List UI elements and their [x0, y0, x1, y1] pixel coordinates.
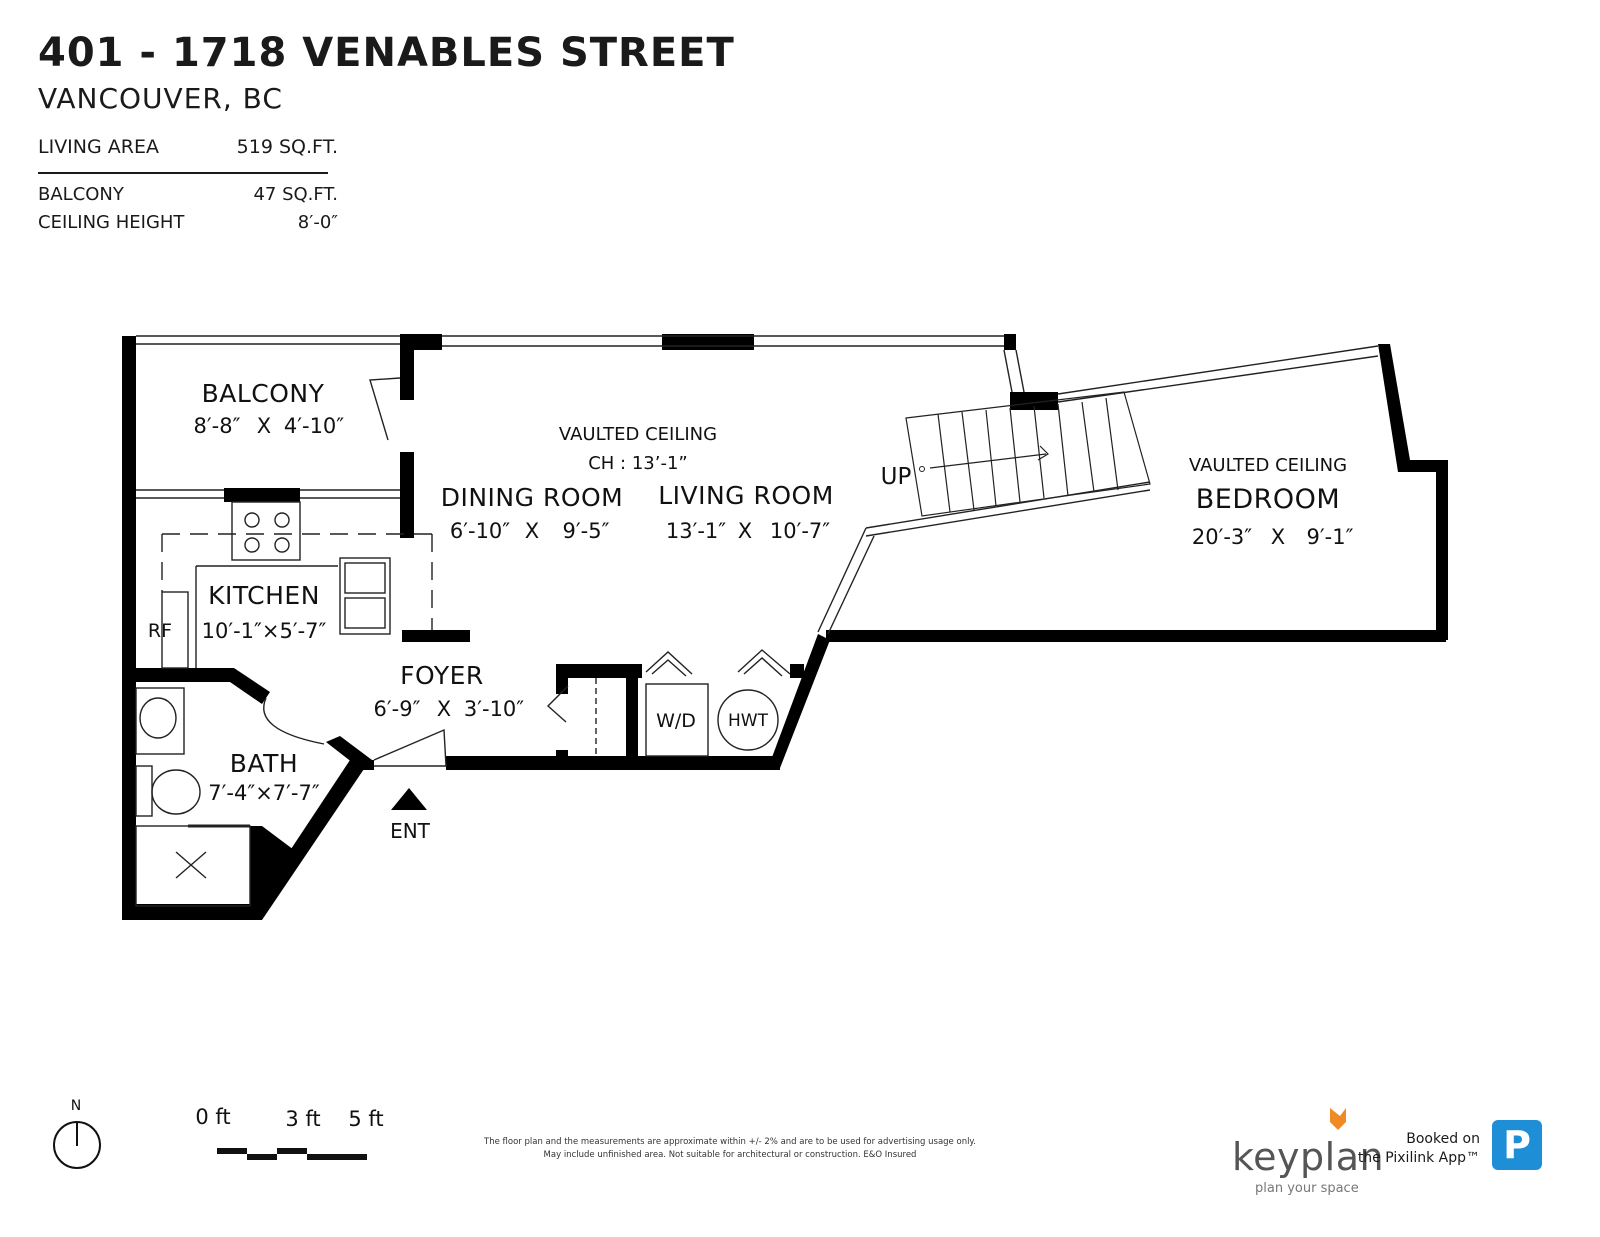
up-marker-icon [919, 466, 925, 472]
balcony-area-value: 47 SQ.FT. [253, 184, 338, 205]
balcony-area-label: BALCONY [38, 184, 124, 205]
balcony-x: X [257, 414, 271, 438]
kitchen-north-wall-segment [224, 488, 300, 502]
washer-dryer-label: W/D [656, 710, 696, 732]
ceiling-height-label: CEILING HEIGHT [38, 212, 185, 233]
balcony-height: 4′-10″ [284, 414, 344, 438]
scale-five: 5 ft [348, 1107, 383, 1131]
keyplan-tagline: plan your space [1255, 1181, 1359, 1196]
fox-logo-icon [1330, 1108, 1346, 1130]
kitchen-name: KITCHEN [208, 581, 320, 610]
foyer-south-wall [446, 756, 780, 770]
disclaimer: The floor plan and the measurements are … [440, 1136, 1020, 1162]
balcony-area-row: BALCONY 47 SQ.FT. [38, 184, 338, 205]
south-wall-bath [122, 904, 252, 920]
foyer-height: 3′-10″ [464, 697, 524, 721]
keyplan-logo: keyplan [1232, 1135, 1385, 1179]
vaulted-ceiling-note: VAULTED CEILING [559, 424, 717, 445]
entry-label: ENT [390, 819, 431, 843]
thin-lines [135, 335, 1379, 907]
living-height: 10′-7″ [770, 519, 830, 543]
living-width: 13′-1″ [666, 519, 726, 543]
north-label: N [71, 1098, 81, 1114]
stats-divider [38, 172, 328, 174]
balcony-width: 8′-8″ [194, 414, 241, 438]
ceiling-height-value: 8′-0″ [297, 212, 338, 233]
pixilink-app-icon: P [1492, 1120, 1542, 1170]
kitchen-dims: 10′-1″×5′-7″ [202, 619, 327, 643]
bath-name: BATH [230, 749, 298, 778]
dining-width: 6′-10″ [450, 519, 510, 543]
laundry-corner [790, 664, 804, 678]
fridge-label: RF [148, 620, 172, 642]
closet-jamb [556, 750, 568, 762]
bedroom-south-wall [826, 630, 1446, 642]
balcony-door-wall-upper [400, 334, 414, 400]
booked-line-1: Booked on [1406, 1131, 1480, 1147]
stair-wall [1010, 392, 1058, 410]
bedroom-vaulted-note: VAULTED CEILING [1189, 455, 1347, 476]
listing-city: VANCOUVER, BC [38, 82, 283, 115]
balcony-name: BALCONY [202, 379, 325, 408]
west-wall [122, 336, 136, 918]
bath-dims: 7′-4″×7′-7″ [208, 781, 320, 805]
living-north-wall-corner [400, 334, 442, 350]
dining-x: X [525, 519, 539, 543]
living-x: X [738, 519, 752, 543]
booked-on-text: Booked on the Pixilink App™ [1320, 1130, 1480, 1168]
bedroom-width: 20′-3″ [1192, 525, 1252, 549]
water-heater-label: HWT [728, 711, 769, 731]
listing-address-title: 401 - 1718 VENABLES STREET [38, 30, 735, 76]
living-room-name: LIVING ROOM [658, 481, 834, 510]
booked-line-2: the Pixilink App™ [1357, 1150, 1480, 1166]
dining-room-name: DINING ROOM [441, 483, 624, 512]
dining-height: 9′-5″ [563, 519, 610, 543]
stairs-up-label: UP [881, 464, 912, 490]
north-compass-icon: N [53, 1098, 101, 1169]
balcony-door-wall-lower [400, 452, 414, 538]
entry-jamb [356, 760, 374, 770]
walls [122, 334, 1448, 920]
bedroom-east-wall [1378, 344, 1448, 640]
ceiling-height-note: CH : 13’-1” [588, 453, 688, 474]
shower-wall [250, 826, 294, 908]
living-north-wall-end [1004, 334, 1016, 350]
closet-divider [626, 664, 638, 764]
diagonal-east-wall [768, 634, 830, 768]
kitchen-counter-wall [402, 630, 470, 642]
living-area-value: 519 SQ.FT. [236, 136, 338, 158]
scale-zero: 0 ft [195, 1105, 230, 1129]
foyer-width: 6′-9″ [374, 697, 421, 721]
disclaimer-line-1: The floor plan and the measurements are … [484, 1137, 976, 1147]
room-labels: BALCONY 8′-8″ X 4′-10″ VAULTED CEILING C… [148, 379, 1354, 843]
bedroom-height: 9′-1″ [1307, 525, 1354, 549]
bath-north-wall [136, 668, 270, 704]
entry-arrow-icon [391, 788, 427, 810]
bedroom-name: BEDROOM [1196, 484, 1340, 515]
foyer-name: FOYER [400, 661, 484, 690]
staircase [905, 391, 1151, 517]
scale-three: 3 ft [285, 1107, 320, 1131]
scale-bar: 0 ft 3 ft 5 ft [195, 1105, 384, 1160]
living-area-label: LIVING AREA [38, 136, 159, 158]
foyer-x: X [437, 697, 451, 721]
bedroom-x: X [1271, 525, 1285, 549]
closet-wall-left [556, 664, 568, 694]
disclaimer-line-2: May include unfinished area. Not suitabl… [543, 1150, 917, 1160]
ceiling-height-row: CEILING HEIGHT 8′-0″ [38, 212, 338, 233]
living-area-row: LIVING AREA 519 SQ.FT. [38, 136, 338, 158]
closet-wall-top [556, 664, 642, 678]
